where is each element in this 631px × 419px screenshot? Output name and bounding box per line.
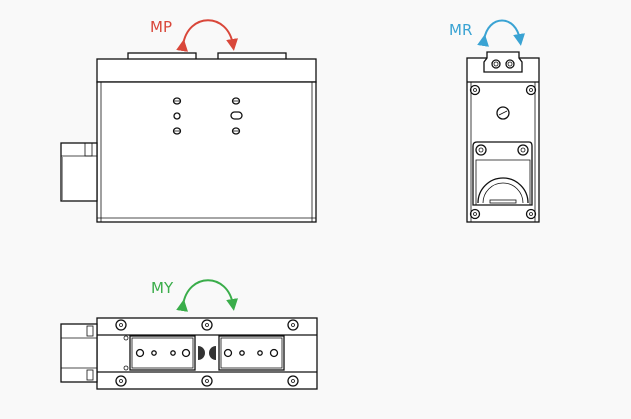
motor	[60, 142, 98, 202]
mounting-holes	[172, 97, 243, 135]
body	[96, 81, 317, 223]
my-rotation-arrow-icon	[176, 279, 239, 312]
mr-label: MR	[449, 21, 472, 39]
bumper	[209, 346, 216, 360]
top-plate	[96, 58, 317, 83]
connector	[483, 51, 523, 73]
mp-rotation-arrow-icon	[176, 19, 239, 52]
screws	[469, 84, 537, 220]
mr-rotation-arrow-icon	[477, 19, 526, 47]
bottom-view: MY	[60, 279, 318, 390]
side-view: MR	[449, 19, 540, 223]
carriage-right	[218, 335, 285, 371]
knob	[496, 106, 510, 120]
bumper	[198, 346, 205, 360]
screws	[115, 319, 299, 387]
motor	[60, 323, 98, 383]
my-label: MY	[151, 279, 174, 297]
carriage-left	[123, 335, 196, 371]
motor-window	[472, 141, 533, 206]
front-view: MP	[60, 18, 317, 223]
mp-label: MP	[150, 18, 172, 36]
